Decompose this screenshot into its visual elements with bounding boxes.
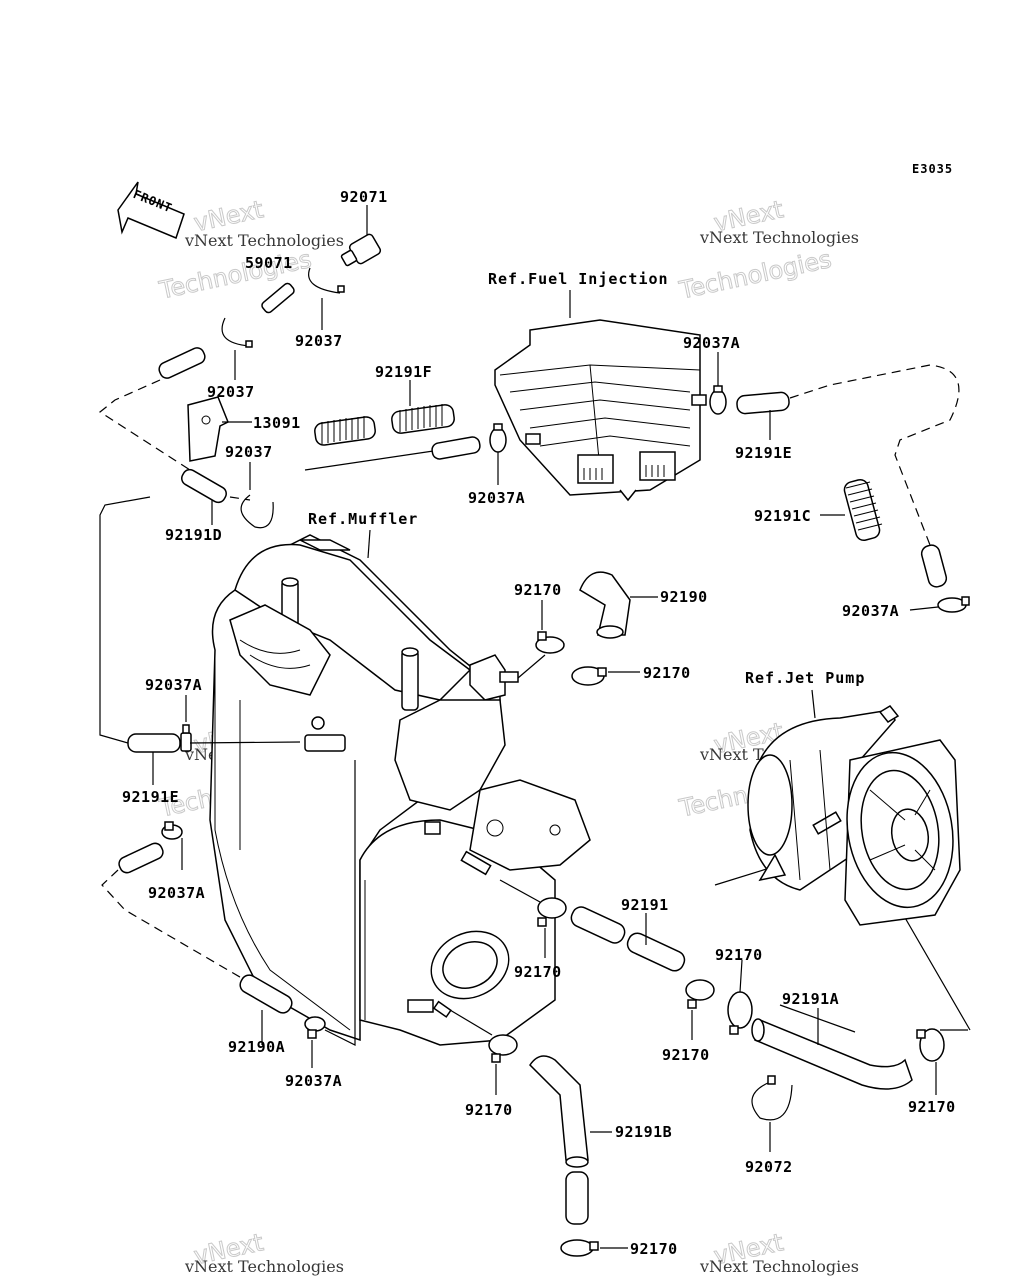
- label-92170-b: 92170: [643, 664, 691, 682]
- label-92170-g: 92170: [465, 1101, 513, 1119]
- label-92190A: 92190A: [228, 1038, 285, 1056]
- hose-92191A: [751, 1004, 913, 1090]
- label-92037A-top: 92037A: [683, 334, 740, 352]
- label-92191E-left: 92191E: [122, 788, 179, 806]
- front-arrow-icon: FRONT: [117, 181, 185, 240]
- hose-92191B: [529, 1055, 612, 1225]
- label-92170-h: 92170: [630, 1240, 678, 1258]
- clamp-92170-g: [488, 1034, 518, 1095]
- clamp-92170-h: [560, 1239, 628, 1257]
- ref-fuel-injection: Ref.Fuel Injection: [488, 270, 669, 288]
- clamp-92037-top: [308, 267, 345, 330]
- hose-92191E-top: [736, 391, 790, 415]
- label-92191B: 92191B: [615, 1123, 672, 1141]
- label-92170-d: 92170: [715, 946, 763, 964]
- svg-text:Technologies: Technologies: [676, 245, 834, 305]
- clamp-92170-f: [916, 1028, 945, 1095]
- hose-92191: [570, 906, 686, 972]
- label-92072: 92072: [745, 1158, 793, 1176]
- svg-text:vNext Technologies: vNext Technologies: [184, 1257, 344, 1276]
- elbow-hose-92190: [579, 571, 658, 639]
- label-92170-a: 92170: [514, 581, 562, 599]
- label-92037A-right: 92037A: [842, 602, 899, 620]
- label-92191C: 92191C: [754, 507, 811, 525]
- band-92072: [751, 1075, 793, 1152]
- hose-92190A: [239, 974, 293, 1014]
- clamp-92037A-ecu-right: [709, 352, 727, 415]
- hose-lower-left: [118, 842, 164, 874]
- clamp-92170-b: [571, 666, 640, 686]
- label-92037-a: 92037: [295, 332, 343, 350]
- label-92037A-left: 92037A: [145, 676, 202, 694]
- clamp-92170-a: [535, 600, 565, 654]
- label-92071: 92071: [340, 188, 388, 206]
- clamp-92170-d: [685, 959, 753, 1040]
- label-92191E-top: 92191E: [735, 444, 792, 462]
- corrugated-hose-92191C: [820, 478, 883, 542]
- label-92190: 92190: [660, 588, 708, 606]
- corrugated-hose-92191F: [314, 380, 455, 446]
- clamp-92037A-right: [909, 596, 970, 613]
- label-92191D: 92191D: [165, 526, 222, 544]
- check-valve-92071: [340, 205, 382, 267]
- block-13091: [187, 396, 252, 462]
- watermark-top-left: vNext vNext Technologies Technologies: [156, 195, 344, 305]
- label-92191A: 92191A: [782, 990, 839, 1008]
- label-92191F: 92191F: [375, 363, 432, 381]
- svg-text:vNext Technologies: vNext Technologies: [699, 1257, 859, 1276]
- watermark-top-right: vNext vNext Technologies Technologies: [676, 195, 859, 305]
- svg-text:vNext Technologies: vNext Technologies: [184, 231, 344, 250]
- ecu-fuel-injection-unit: [494, 290, 707, 502]
- clamp-92037-mid: [240, 462, 274, 529]
- clamp-92037-left: [221, 317, 253, 380]
- hose-92191D: [181, 468, 227, 504]
- label-92170-c: 92170: [514, 963, 562, 981]
- hose-92191E-left: [127, 733, 181, 753]
- hose-ecu-left: [431, 436, 481, 460]
- label-92170-e: 92170: [662, 1046, 710, 1064]
- label-92170-f: 92170: [908, 1098, 956, 1116]
- jet-pump-assembly: [714, 705, 971, 1031]
- hose-upper-left: [158, 347, 206, 379]
- clamp-92037A-ecu-left: [489, 423, 507, 485]
- label-92037-b: 92037: [207, 383, 255, 401]
- clamp-92037A-left: [180, 695, 192, 752]
- label-92037A-mid: 92037A: [468, 489, 525, 507]
- hose-right-vertical: [920, 544, 948, 588]
- label-92037A-lower: 92037A: [148, 884, 205, 902]
- ref-muffler: Ref.Muffler: [308, 510, 418, 528]
- clamp-92037A-lower: [161, 821, 183, 870]
- clamp-92170-c: [537, 897, 567, 958]
- svg-text:vNext Technologies: vNext Technologies: [699, 228, 859, 247]
- label-59071: 59071: [245, 254, 293, 272]
- fitting-59071: [261, 282, 295, 314]
- clamp-92037A-bottom: [304, 1016, 326, 1068]
- diagram-code: E3035: [912, 162, 953, 176]
- label-92191: 92191: [621, 896, 669, 914]
- label-92037A-bottom: 92037A: [285, 1072, 342, 1090]
- watermark-bottom-right: vNext vNext Technologies: [699, 1228, 859, 1276]
- watermark-bottom-left: vNext vNext Technologies: [184, 1228, 344, 1276]
- label-13091: 13091: [253, 414, 301, 432]
- ref-jet-pump: Ref.Jet Pump: [745, 669, 865, 687]
- label-92037-c: 92037: [225, 443, 273, 461]
